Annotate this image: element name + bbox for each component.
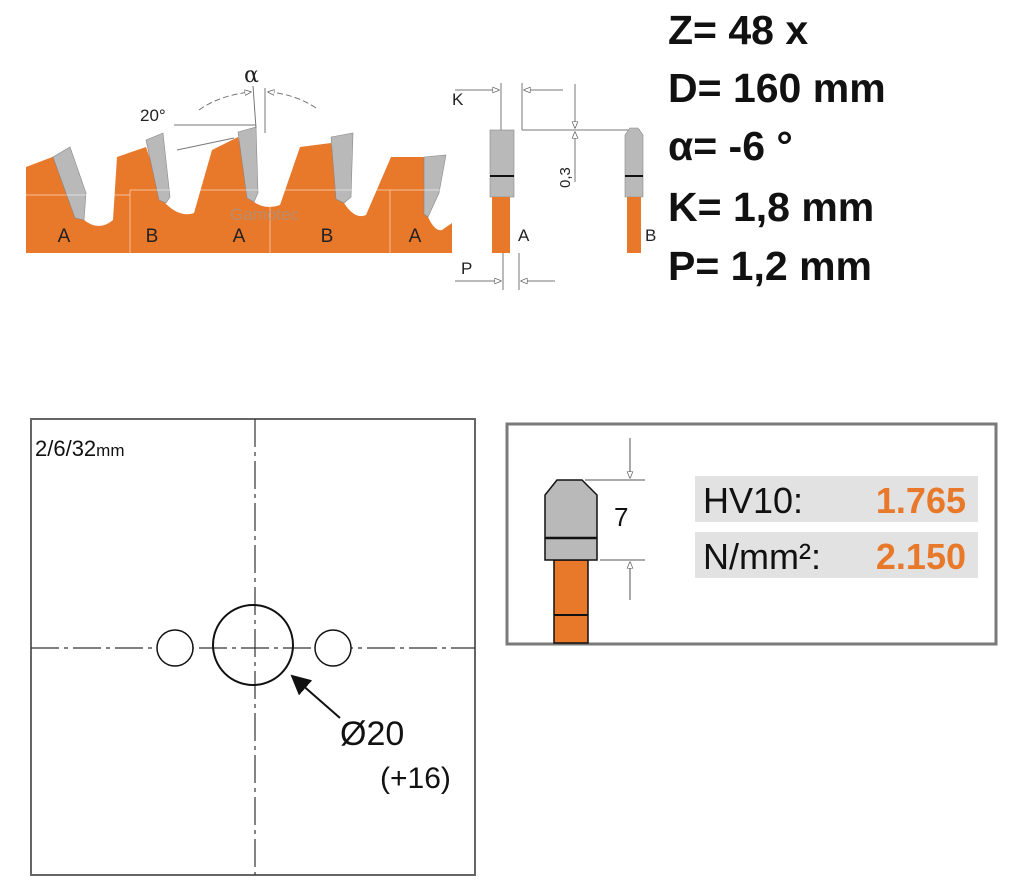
saw-teeth-diagram: Gamotec A B A B A 20° α [26,63,452,253]
strength-row: N/mm²: 2.150 [695,532,978,578]
carbide-tooth [52,146,87,221]
pinhole [156,629,194,667]
spec-kerf: K= 1,8 mm [668,184,875,230]
tip-height-label: 7 [614,502,629,532]
tooth-label: A [409,226,422,247]
tooth-label: A [233,226,246,247]
spec-diameter: D= 160 mm [668,65,886,111]
hardness-tooth-tip [544,479,598,561]
carbide-tooth [237,126,259,203]
spec-plate: P= 1,2 mm [668,243,872,289]
watermark: Gamotec [230,205,299,224]
angle-label: 20° [140,106,166,125]
p-label: P [461,259,472,278]
profile-a-body [492,197,510,253]
profile-b-tip [624,127,644,198]
hardness-row: HV10: 1.765 [695,476,978,522]
bore-arrow [290,674,341,719]
height-label: 0,3 [557,167,574,188]
k-label: K [452,90,464,109]
profile-a-label: A [518,226,530,245]
profile-b-label: B [645,226,656,245]
pinholes-label: 2/6/32mm [35,436,125,462]
alpha-symbol: α [244,63,259,88]
profile-a-tip [489,129,515,198]
tooth-profile-diagram: K P A B 0,3 [452,83,656,290]
bore-diagram [30,418,476,876]
strength-value: 2.150 [875,536,966,577]
carbide-tooth [423,154,447,218]
blade-body [26,137,452,253]
spec-teeth: Z= 48 x [668,7,809,53]
pinhole [314,629,352,667]
profile-b-body [627,197,641,253]
tooth-label: A [58,226,71,247]
bore-diameter: Ø20 [340,715,405,753]
carbide-tooth [330,132,354,204]
hardness-label: HV10: [703,480,804,521]
center-bore [212,604,294,686]
pinholes-unit: mm [96,441,125,460]
strength-label: N/mm²: [703,536,821,577]
tooth-label: B [146,226,159,247]
spec-alpha: α= -6 ° [668,123,793,169]
pinholes-value: 2/6/32 [35,436,97,461]
bore-reduction: (+16) [380,762,451,795]
tooth-label: B [321,226,334,247]
angle-annotation [174,85,317,151]
hardness-value: 1.765 [875,480,966,521]
